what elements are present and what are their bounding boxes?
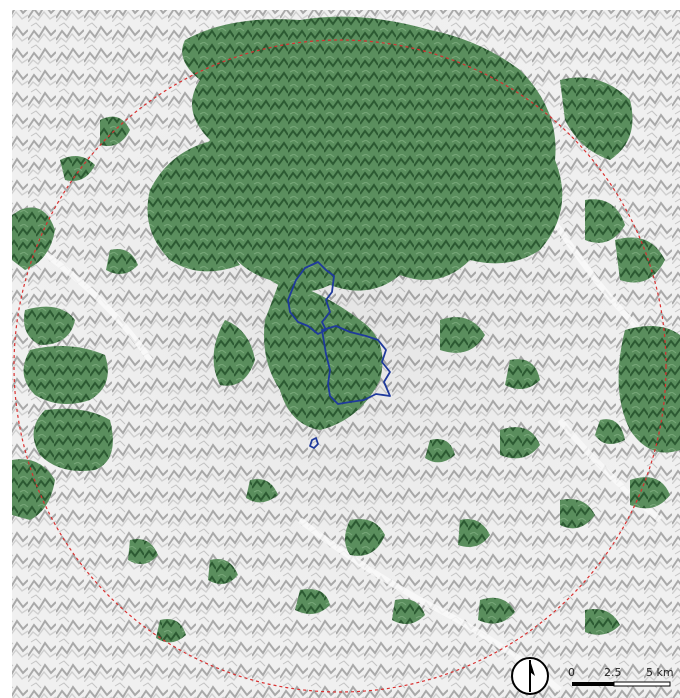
scale-bar-segment-1: [572, 682, 614, 686]
scale-label-mid: 2.5: [604, 666, 622, 679]
scale-bar-segment-2: [613, 681, 671, 687]
scale-label-end: 5 km: [646, 666, 674, 679]
study-area-boundary: [287, 261, 391, 449]
scale-label-zero: 0: [568, 666, 575, 679]
scale-bar: 0 2.5 5 km: [568, 666, 674, 687]
north-arrow-icon: [511, 657, 549, 695]
buffer-circle: [13, 39, 667, 693]
